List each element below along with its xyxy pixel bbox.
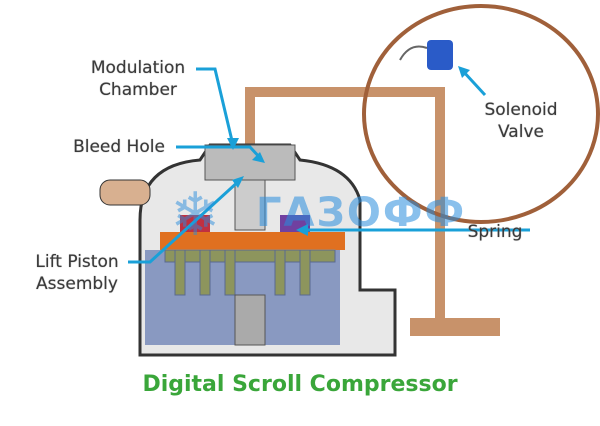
- pointer-arrowheads: [227, 66, 470, 236]
- suction-pipe: [410, 318, 500, 336]
- solenoid-valve-label: Solenoid Valve: [476, 99, 566, 143]
- scroll-top: [160, 232, 345, 250]
- label-line: Lift Piston: [35, 252, 119, 272]
- snowflake-icon: ❄: [170, 180, 220, 250]
- lift-piston-part: [234, 179, 266, 231]
- spring-label: Spring: [467, 222, 523, 242]
- watermark: ГАЗОФФ: [256, 190, 467, 236]
- label-line: Assembly: [36, 274, 118, 294]
- label-line: Modulation: [90, 58, 186, 78]
- label-line: Solenoid: [484, 100, 558, 120]
- label-line: Valve: [498, 122, 544, 142]
- modulation-chamber-label: Modulation Chamber: [78, 57, 198, 101]
- modulation-chamber-part: [204, 144, 296, 181]
- crankshaft: [234, 294, 266, 346]
- bypass-pipe: [245, 87, 445, 320]
- solenoid-wire: [399, 45, 428, 61]
- label-line: Chamber: [99, 80, 177, 100]
- solenoid-highlight-circle: [362, 4, 600, 224]
- solenoid-valve-icon: [427, 40, 453, 70]
- bleed-hole-label: Bleed Hole: [73, 137, 165, 157]
- discharge-port: [99, 179, 151, 206]
- diagram-title: Digital Scroll Compressor: [142, 372, 458, 397]
- lift-piston-label: Lift Piston Assembly: [24, 251, 130, 295]
